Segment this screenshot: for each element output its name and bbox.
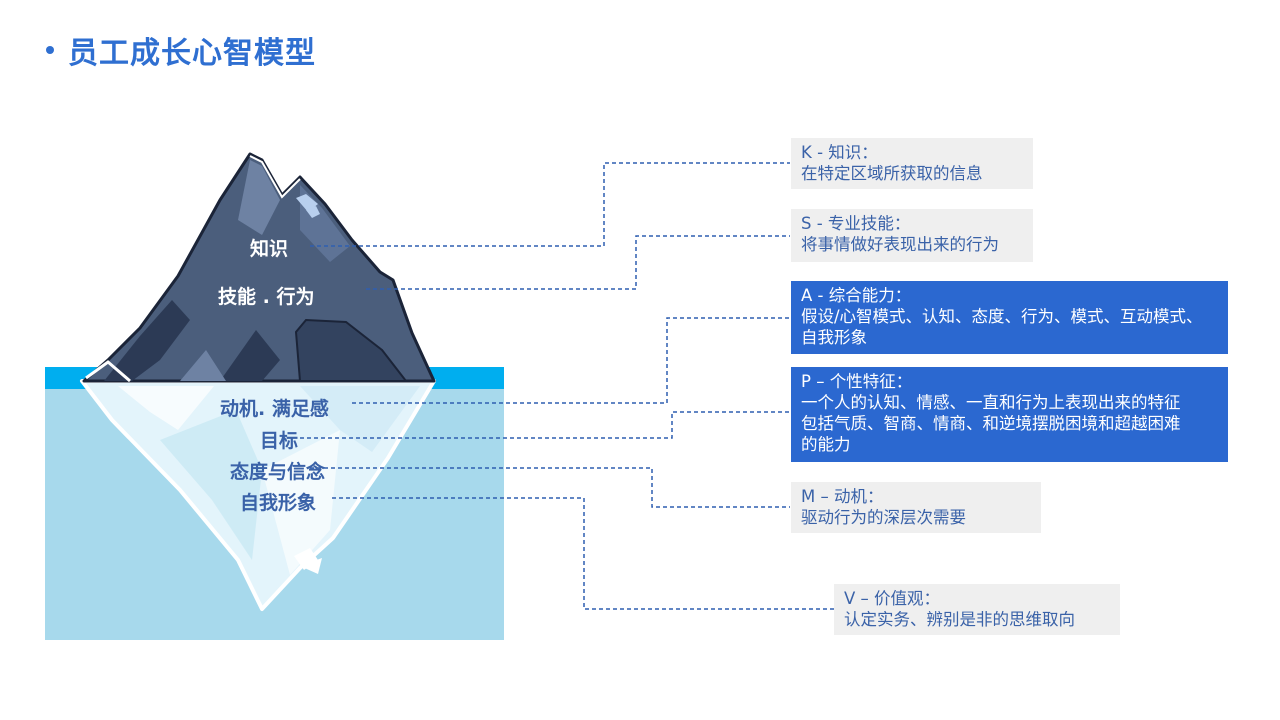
connector-personality xyxy=(300,411,790,439)
box-ability-line: 假设/心智模式、认知、态度、行为、模式、互动模式、 xyxy=(801,307,1203,326)
box-personality-line: 包括气质、智商、情商、和逆境摆脱困境和超越困难 xyxy=(801,414,1181,433)
box-personality-line: 的能力 xyxy=(801,435,851,454)
box-ability-line: 自我形象 xyxy=(801,328,867,347)
box-values-title: V – 价值观： xyxy=(844,589,941,608)
box-motive-title: M – 动机： xyxy=(801,487,884,506)
label-motive-satisfaction: 动机. 满足感 xyxy=(220,398,329,420)
box-values-line: 认定实务、辨别是非的思维取向 xyxy=(844,610,1075,629)
box-personality: P – 个性特征： 一个人的认知、情感、一直和行为上表现出来的特征 包括气质、智… xyxy=(791,367,1228,462)
connector-knowledge xyxy=(310,162,790,247)
box-knowledge-line: 在特定区域所获取的信息 xyxy=(801,164,983,183)
box-ability: A - 综合能力： 假设/心智模式、认知、态度、行为、模式、互动模式、 自我形象 xyxy=(791,281,1228,354)
label-skill-behavior: 技能 . 行为 xyxy=(218,286,315,308)
connector-values xyxy=(332,497,834,610)
title-bullet xyxy=(46,46,54,54)
box-knowledge: K - 知识： 在特定区域所获取的信息 xyxy=(791,138,1033,189)
box-motive-line: 驱动行为的深层次需要 xyxy=(801,508,966,527)
label-goal: 目标 xyxy=(260,430,299,452)
connector-motive xyxy=(310,467,790,508)
box-personality-title: P – 个性特征： xyxy=(801,372,913,391)
connector-ability xyxy=(352,317,790,404)
label-attitude-belief: 态度与信念 xyxy=(230,461,326,483)
box-knowledge-title: K - 知识： xyxy=(801,143,878,162)
box-ability-title: A - 综合能力： xyxy=(801,286,912,305)
box-motive: M – 动机： 驱动行为的深层次需要 xyxy=(791,482,1041,533)
box-values: V – 价值观： 认定实务、辨别是非的思维取向 xyxy=(834,584,1120,635)
box-skill-line: 将事情做好表现出来的行为 xyxy=(801,235,999,254)
page-title: 员工成长心智模型 xyxy=(68,36,316,71)
connector-skill xyxy=(366,235,790,290)
box-skill: S - 专业技能： 将事情做好表现出来的行为 xyxy=(791,209,1033,262)
box-skill-title: S - 专业技能： xyxy=(801,214,911,233)
connector-lines xyxy=(300,162,834,610)
box-personality-line: 一个人的认知、情感、一直和行为上表现出来的特征 xyxy=(801,393,1181,412)
label-self-image: 自我形象 xyxy=(240,492,317,514)
label-knowledge: 知识 xyxy=(250,238,289,260)
iceberg-peak xyxy=(82,152,436,383)
